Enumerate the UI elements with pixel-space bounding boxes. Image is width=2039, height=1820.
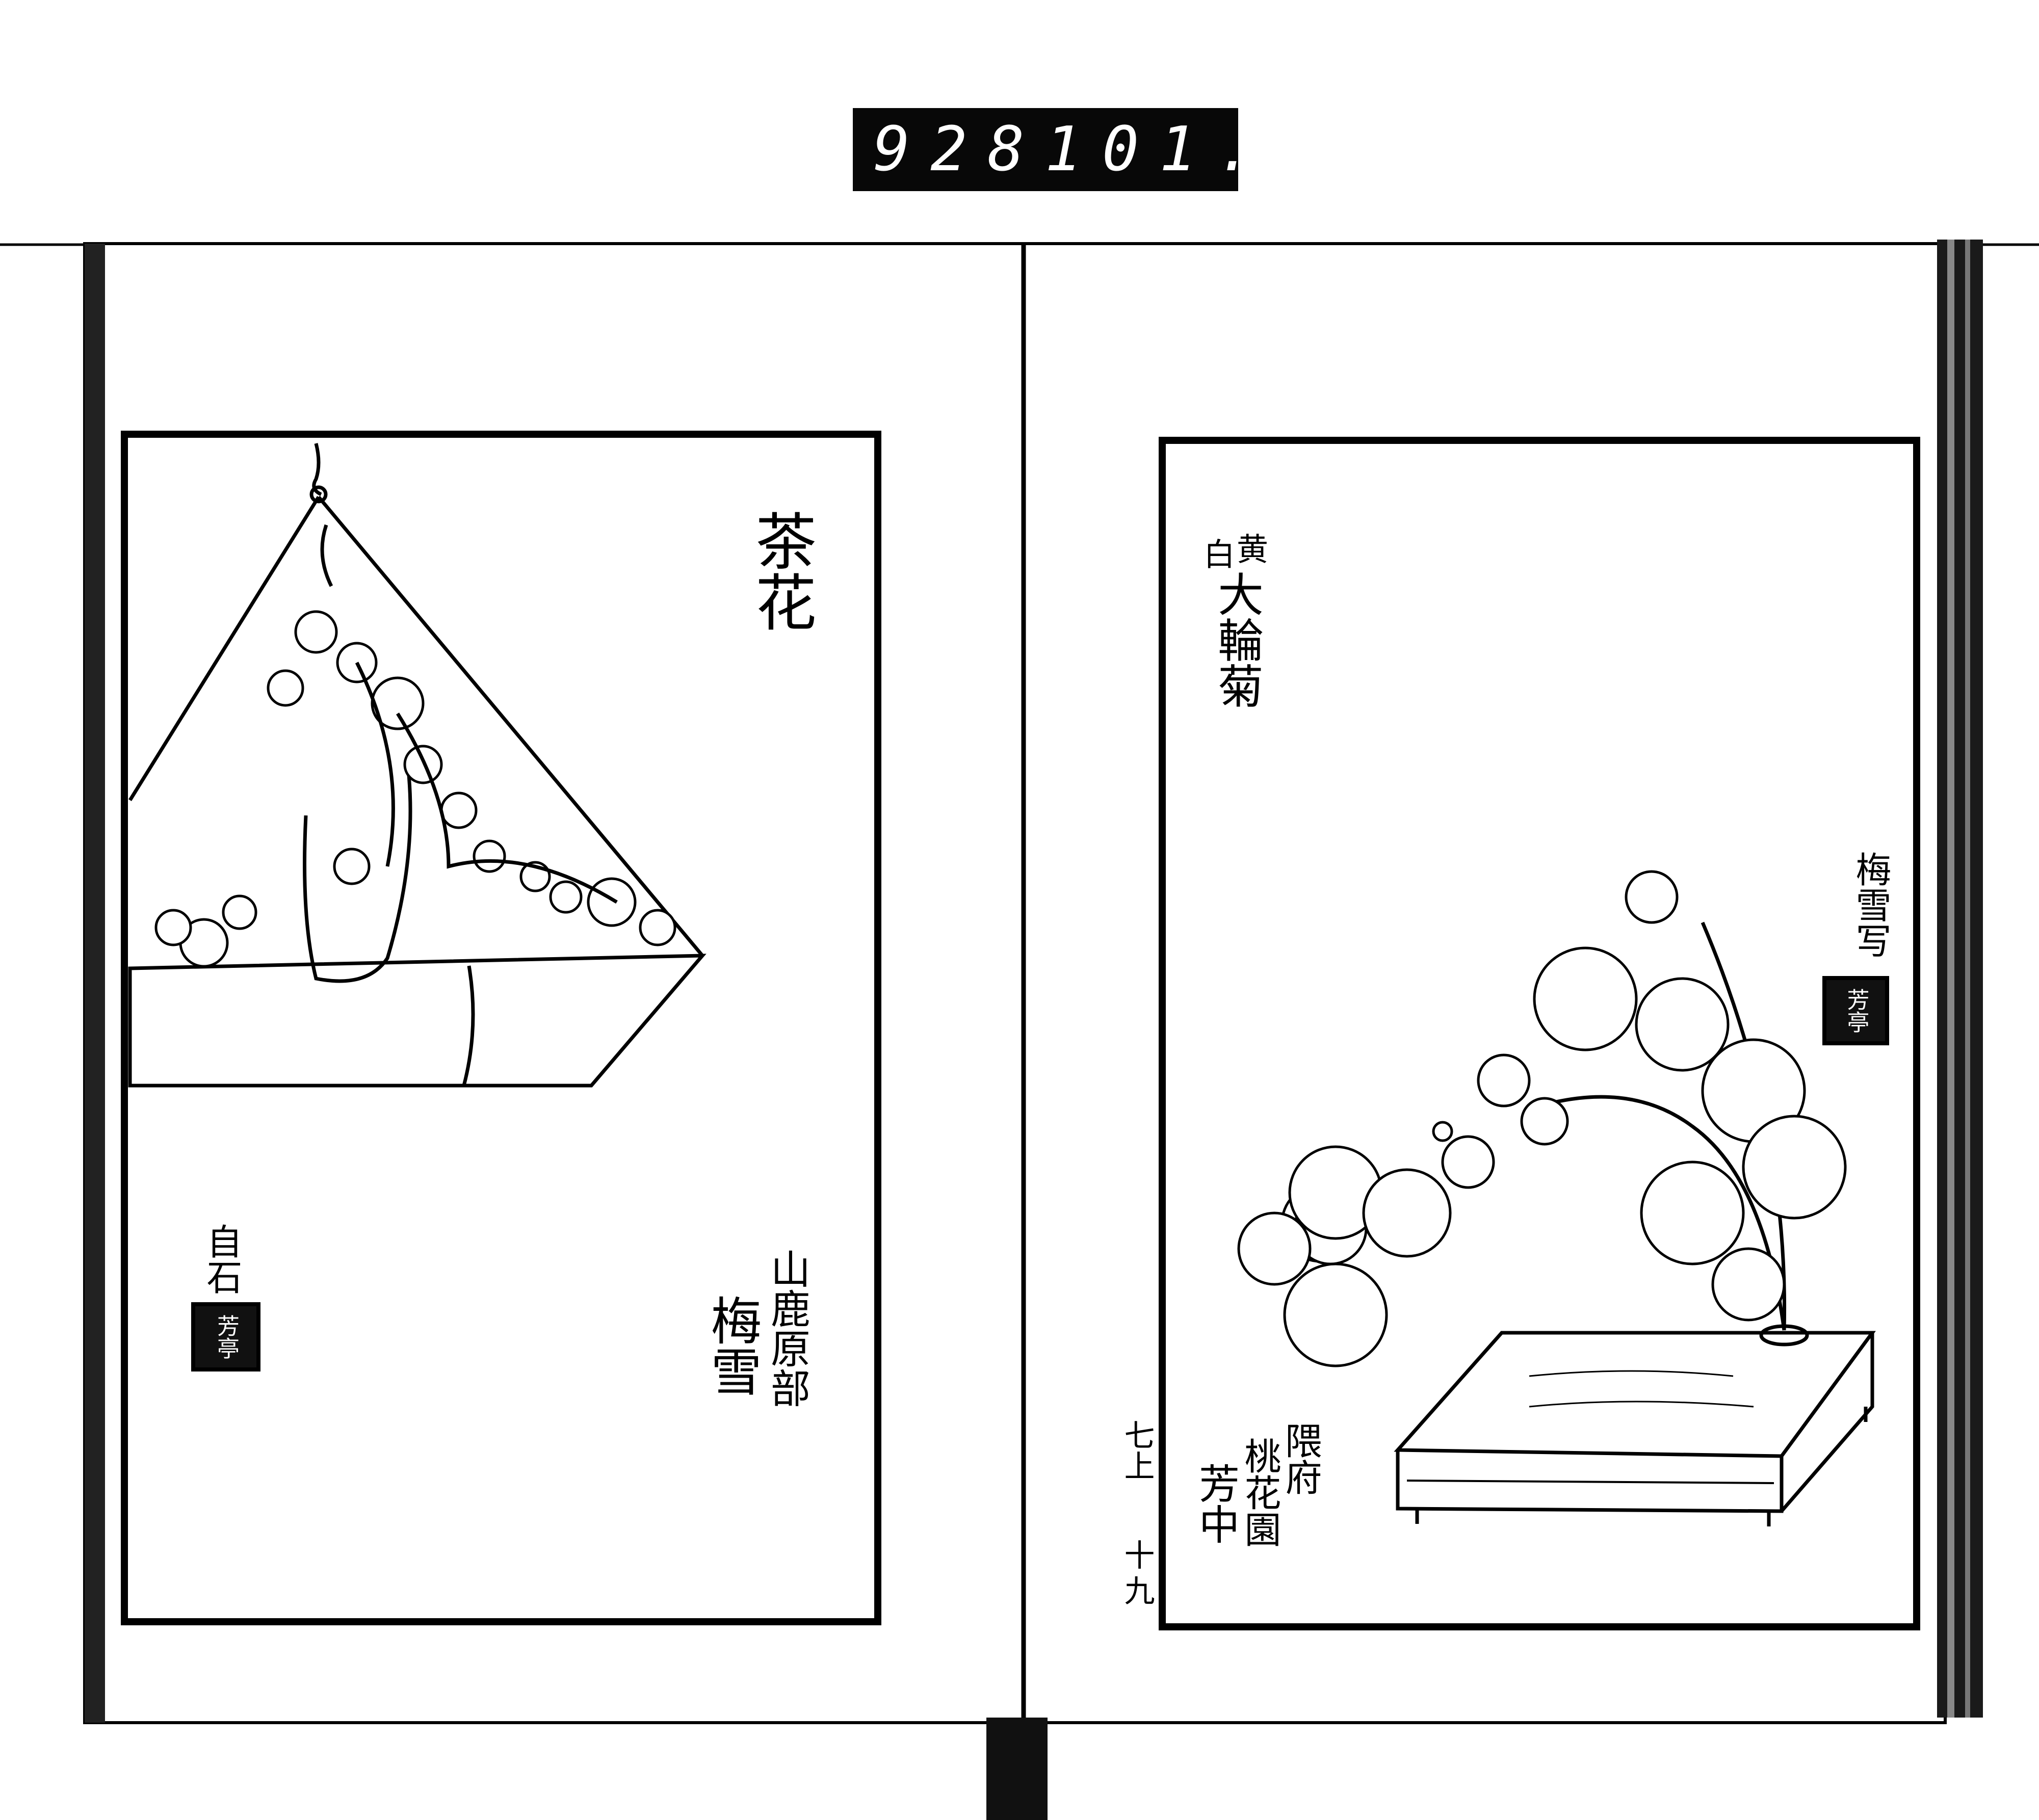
right-signature: 梅雪写 xyxy=(1850,851,1892,958)
left-seal: 芳亭 xyxy=(191,1302,260,1371)
left-page-title: 茶花 xyxy=(745,510,816,632)
margin-page-number: 十九 xyxy=(1119,1539,1155,1611)
right-attribution-place: 隈府 xyxy=(1279,1422,1322,1495)
left-signature: 自石 xyxy=(201,1223,243,1295)
margin-volume-number: 七上 xyxy=(1119,1419,1155,1481)
right-page-title: 大輪菊 xyxy=(1210,571,1263,708)
catalog-number-left: 928 xyxy=(873,114,1045,185)
left-attribution-name: 梅雪 xyxy=(702,1295,762,1396)
hanging-planter-drawing xyxy=(128,443,707,1088)
right-title-yellow: 黄 xyxy=(1231,533,1268,564)
catalog-number-label: 928 101. xyxy=(853,108,1253,191)
right-seal: 芳亭 xyxy=(1822,976,1889,1045)
left-attribution-place: 山鹿原部 xyxy=(764,1249,810,1408)
right-title-white: 白 xyxy=(1198,538,1235,569)
right-attribution-name: 芳中 xyxy=(1192,1463,1240,1544)
right-attribution-garden: 桃花園 xyxy=(1238,1437,1281,1547)
chrysanthemum-bonsai-drawing xyxy=(1237,870,1876,1526)
catalog-number-right: 101. xyxy=(1044,114,1274,185)
